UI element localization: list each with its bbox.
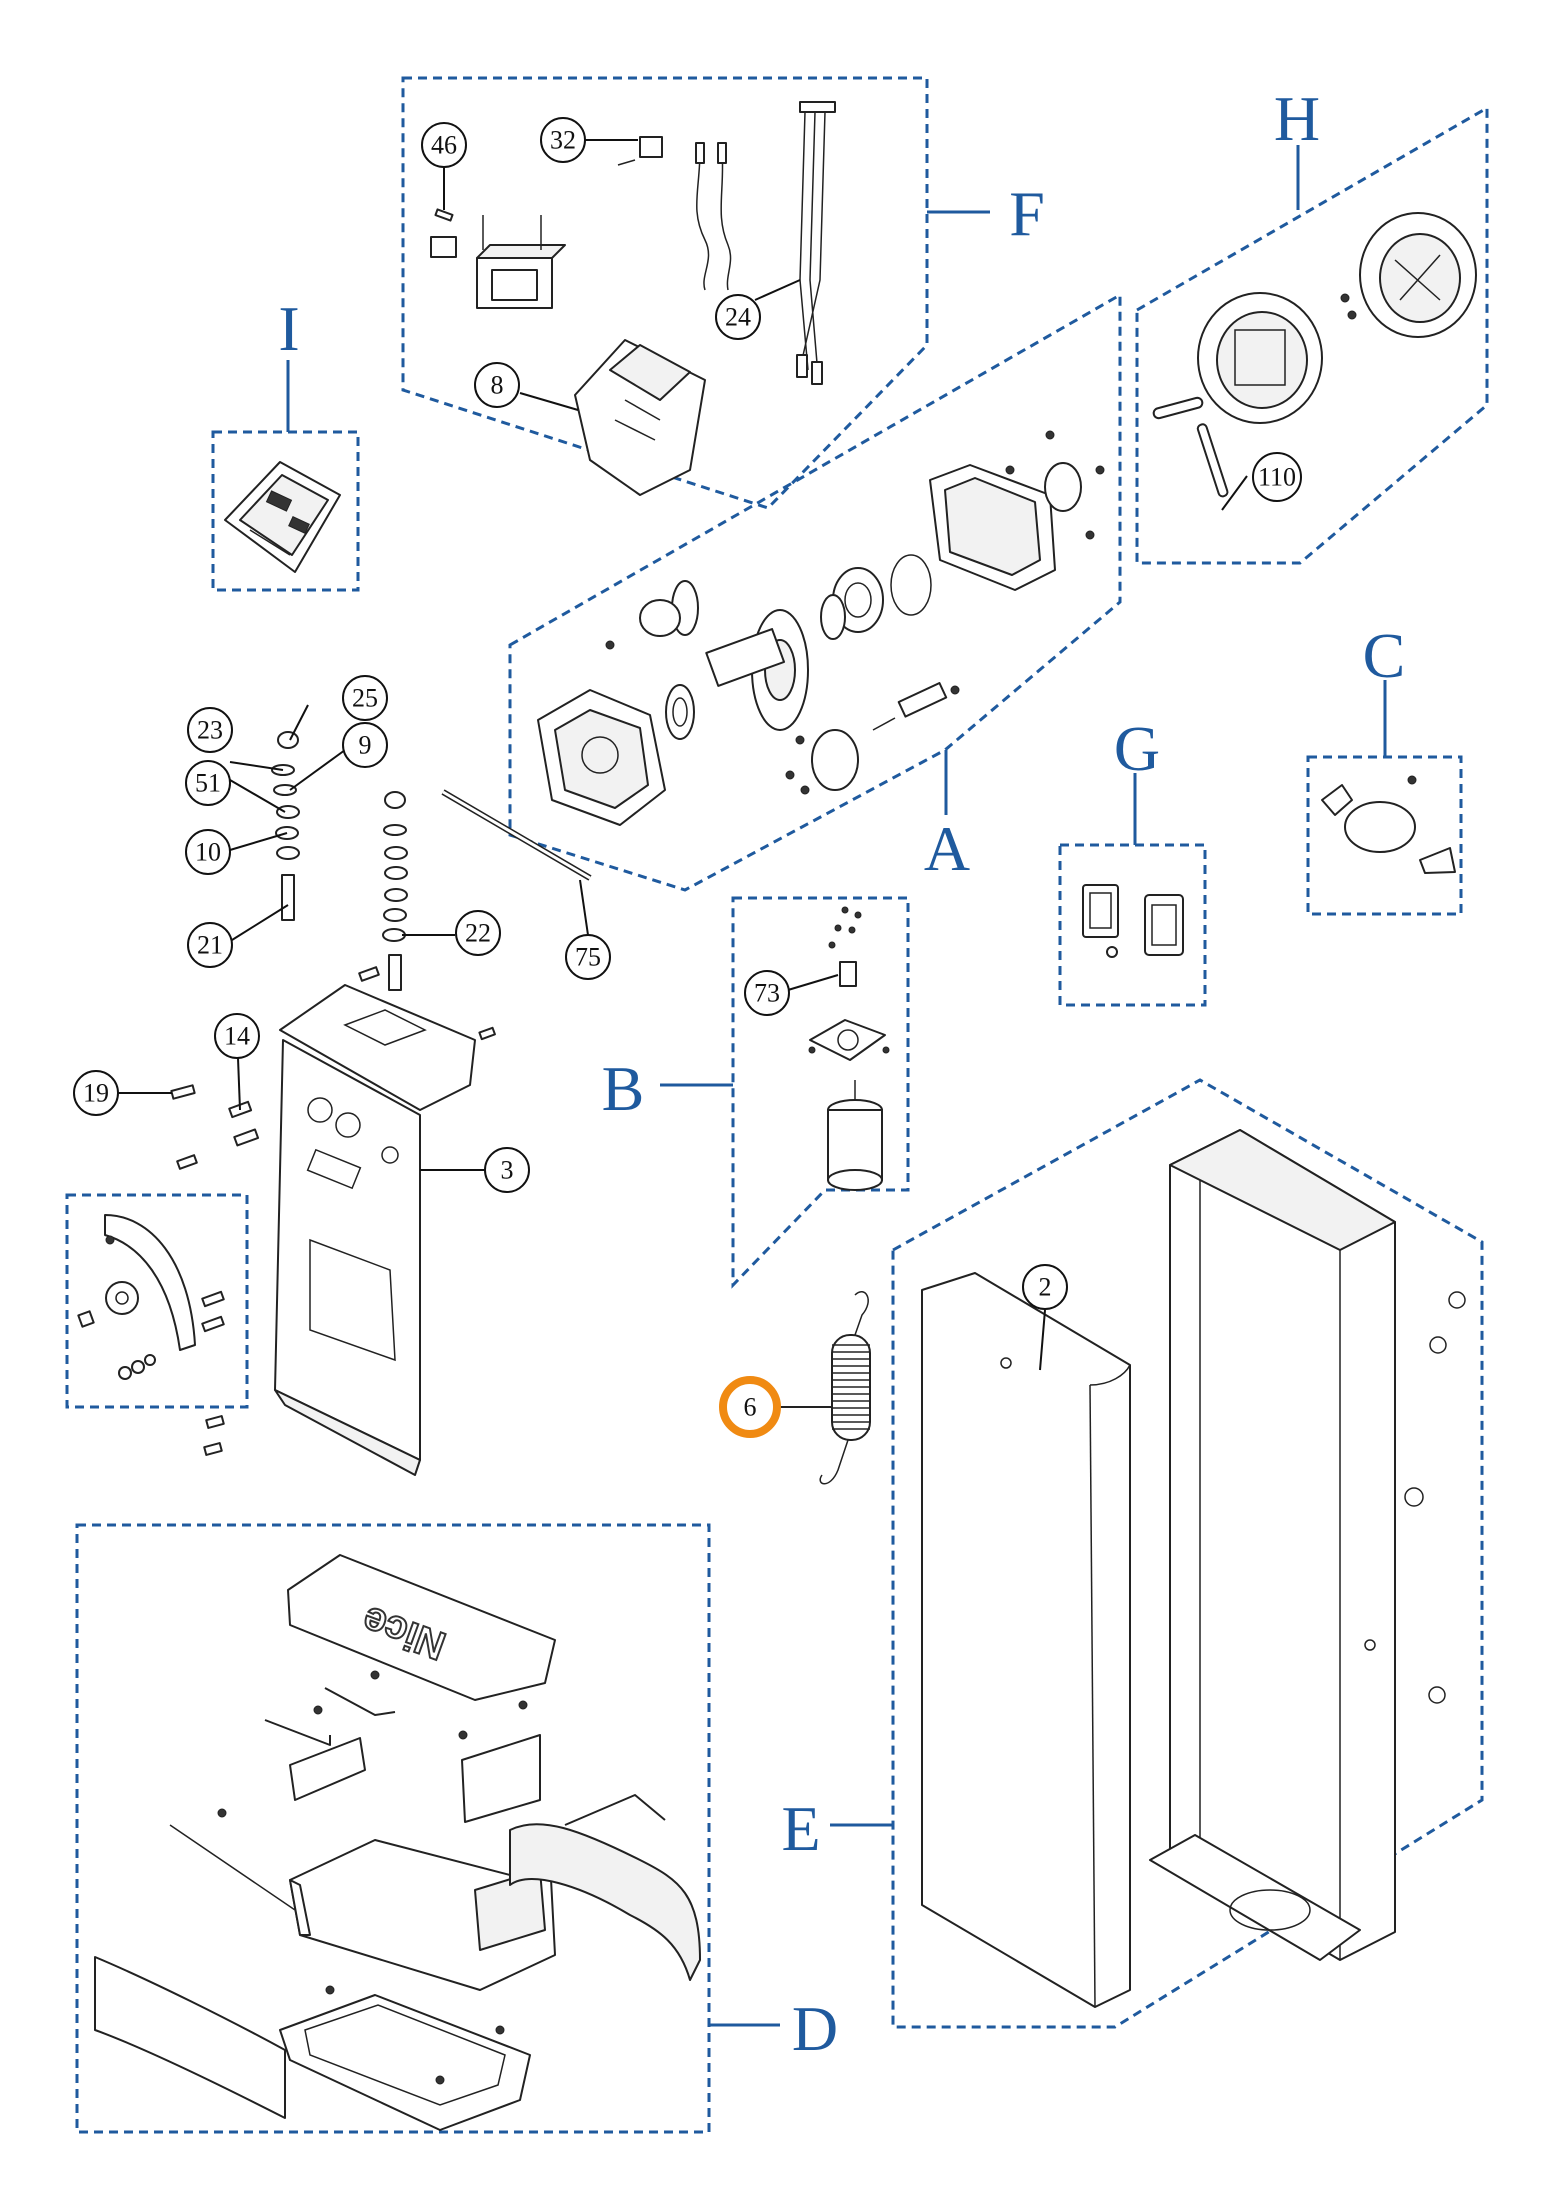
photocell-part	[1082, 884, 1184, 958]
key-release-part	[1321, 775, 1456, 874]
callout-51: 51	[185, 760, 231, 806]
housing-part	[574, 339, 706, 496]
svg-text:9: 9	[359, 731, 372, 760]
front-cover-panel-part	[921, 1272, 1131, 2008]
group-letter-i: I	[278, 293, 299, 364]
svg-text:19: 19	[83, 1079, 109, 1108]
callout-75: 75	[565, 934, 611, 980]
svg-text:14: 14	[224, 1022, 250, 1051]
callout-8: 8	[474, 362, 520, 408]
callout-24: 24	[715, 294, 761, 340]
bracket-part	[264, 1719, 331, 1746]
callout-21: 21	[187, 922, 233, 968]
callout-14: 14	[214, 1013, 260, 1059]
svg-text:110: 110	[1258, 463, 1296, 492]
front-cover-part	[94, 1956, 286, 2119]
group-letter-g: G	[1114, 713, 1160, 784]
svg-text:23: 23	[197, 716, 223, 745]
svg-text:24: 24	[725, 303, 751, 332]
svg-text:75: 75	[575, 943, 601, 972]
fuse-holder-part	[639, 136, 663, 158]
control-board-part	[224, 461, 341, 573]
group-e[interactable]: E	[781, 1078, 1484, 2029]
transformer-part	[476, 215, 566, 309]
group-d[interactable]: D Nice	[75, 1523, 838, 2134]
group-h[interactable]: H	[1135, 83, 1489, 565]
callout-9: 9	[342, 722, 388, 768]
callout-22: 22	[455, 910, 501, 956]
gear-housing-front-part	[1197, 292, 1323, 424]
washer-stack-left-part	[271, 731, 300, 921]
callout-46: 46	[421, 122, 467, 168]
group-g[interactable]: G	[1058, 713, 1207, 1007]
cable-tie-part	[169, 1824, 296, 1911]
svg-text:32: 32	[550, 126, 576, 155]
gasket-part	[509, 1823, 701, 1981]
group-letter-e: E	[781, 1793, 820, 1864]
callout-3: 3	[484, 1147, 530, 1193]
callout-2: 2	[1022, 1264, 1068, 1310]
callout-25: 25	[342, 675, 388, 721]
group-letter-f: F	[1009, 178, 1045, 249]
gearbox-housing-right-part	[929, 464, 1056, 591]
group-letter-a: A	[924, 813, 970, 884]
base-body-part	[289, 1839, 556, 1991]
svg-text:10: 10	[195, 838, 221, 867]
bracket-assembly-group[interactable]	[65, 1193, 249, 1409]
gearbox-housing-left-part	[537, 689, 666, 826]
column-part	[1149, 1129, 1466, 1961]
group-letter-d: D	[792, 1993, 838, 2064]
svg-text:51: 51	[195, 769, 221, 798]
svg-text:73: 73	[754, 979, 780, 1008]
bracket-arm-part	[104, 1214, 196, 1351]
pin-part	[1152, 396, 1204, 420]
callout-32: 32	[540, 117, 586, 163]
callout-23: 23	[187, 707, 233, 753]
svg-text:6: 6	[744, 1393, 757, 1422]
svg-text:8: 8	[491, 371, 504, 400]
motor-part	[809, 961, 886, 1191]
gear-housing-rear-part	[1359, 212, 1477, 338]
group-c[interactable]: C	[1306, 620, 1463, 916]
group-letter-c: C	[1363, 620, 1406, 691]
svg-text:25: 25	[352, 684, 378, 713]
spring-part	[819, 1291, 871, 1485]
group-f[interactable]: F	[401, 76, 1045, 510]
svg-text:21: 21	[197, 931, 223, 960]
svg-text:2: 2	[1039, 1273, 1052, 1302]
group-b[interactable]: B	[602, 896, 910, 1289]
callout-110: 110	[1252, 452, 1302, 502]
callout-73: 73	[744, 970, 790, 1016]
screws	[170, 966, 496, 1456]
callout-6-highlighted[interactable]: 6	[719, 1376, 781, 1438]
svg-text:46: 46	[431, 131, 457, 160]
cable-harness-part	[796, 101, 836, 385]
mounting-plate-part	[274, 984, 476, 1476]
svg-text:22: 22	[465, 919, 491, 948]
svg-text:3: 3	[501, 1156, 514, 1185]
group-i[interactable]: I	[211, 293, 360, 592]
callout-10: 10	[185, 829, 231, 875]
washer-stack-right-part	[382, 791, 408, 991]
top-cover-part: Nice	[287, 1554, 556, 1701]
group-a[interactable]: A	[508, 292, 1122, 892]
callout-19: 19	[73, 1070, 119, 1116]
group-letter-h: H	[1274, 83, 1320, 154]
group-letter-b: B	[602, 1053, 645, 1124]
wire-part	[696, 149, 710, 291]
connector-part	[430, 236, 457, 258]
